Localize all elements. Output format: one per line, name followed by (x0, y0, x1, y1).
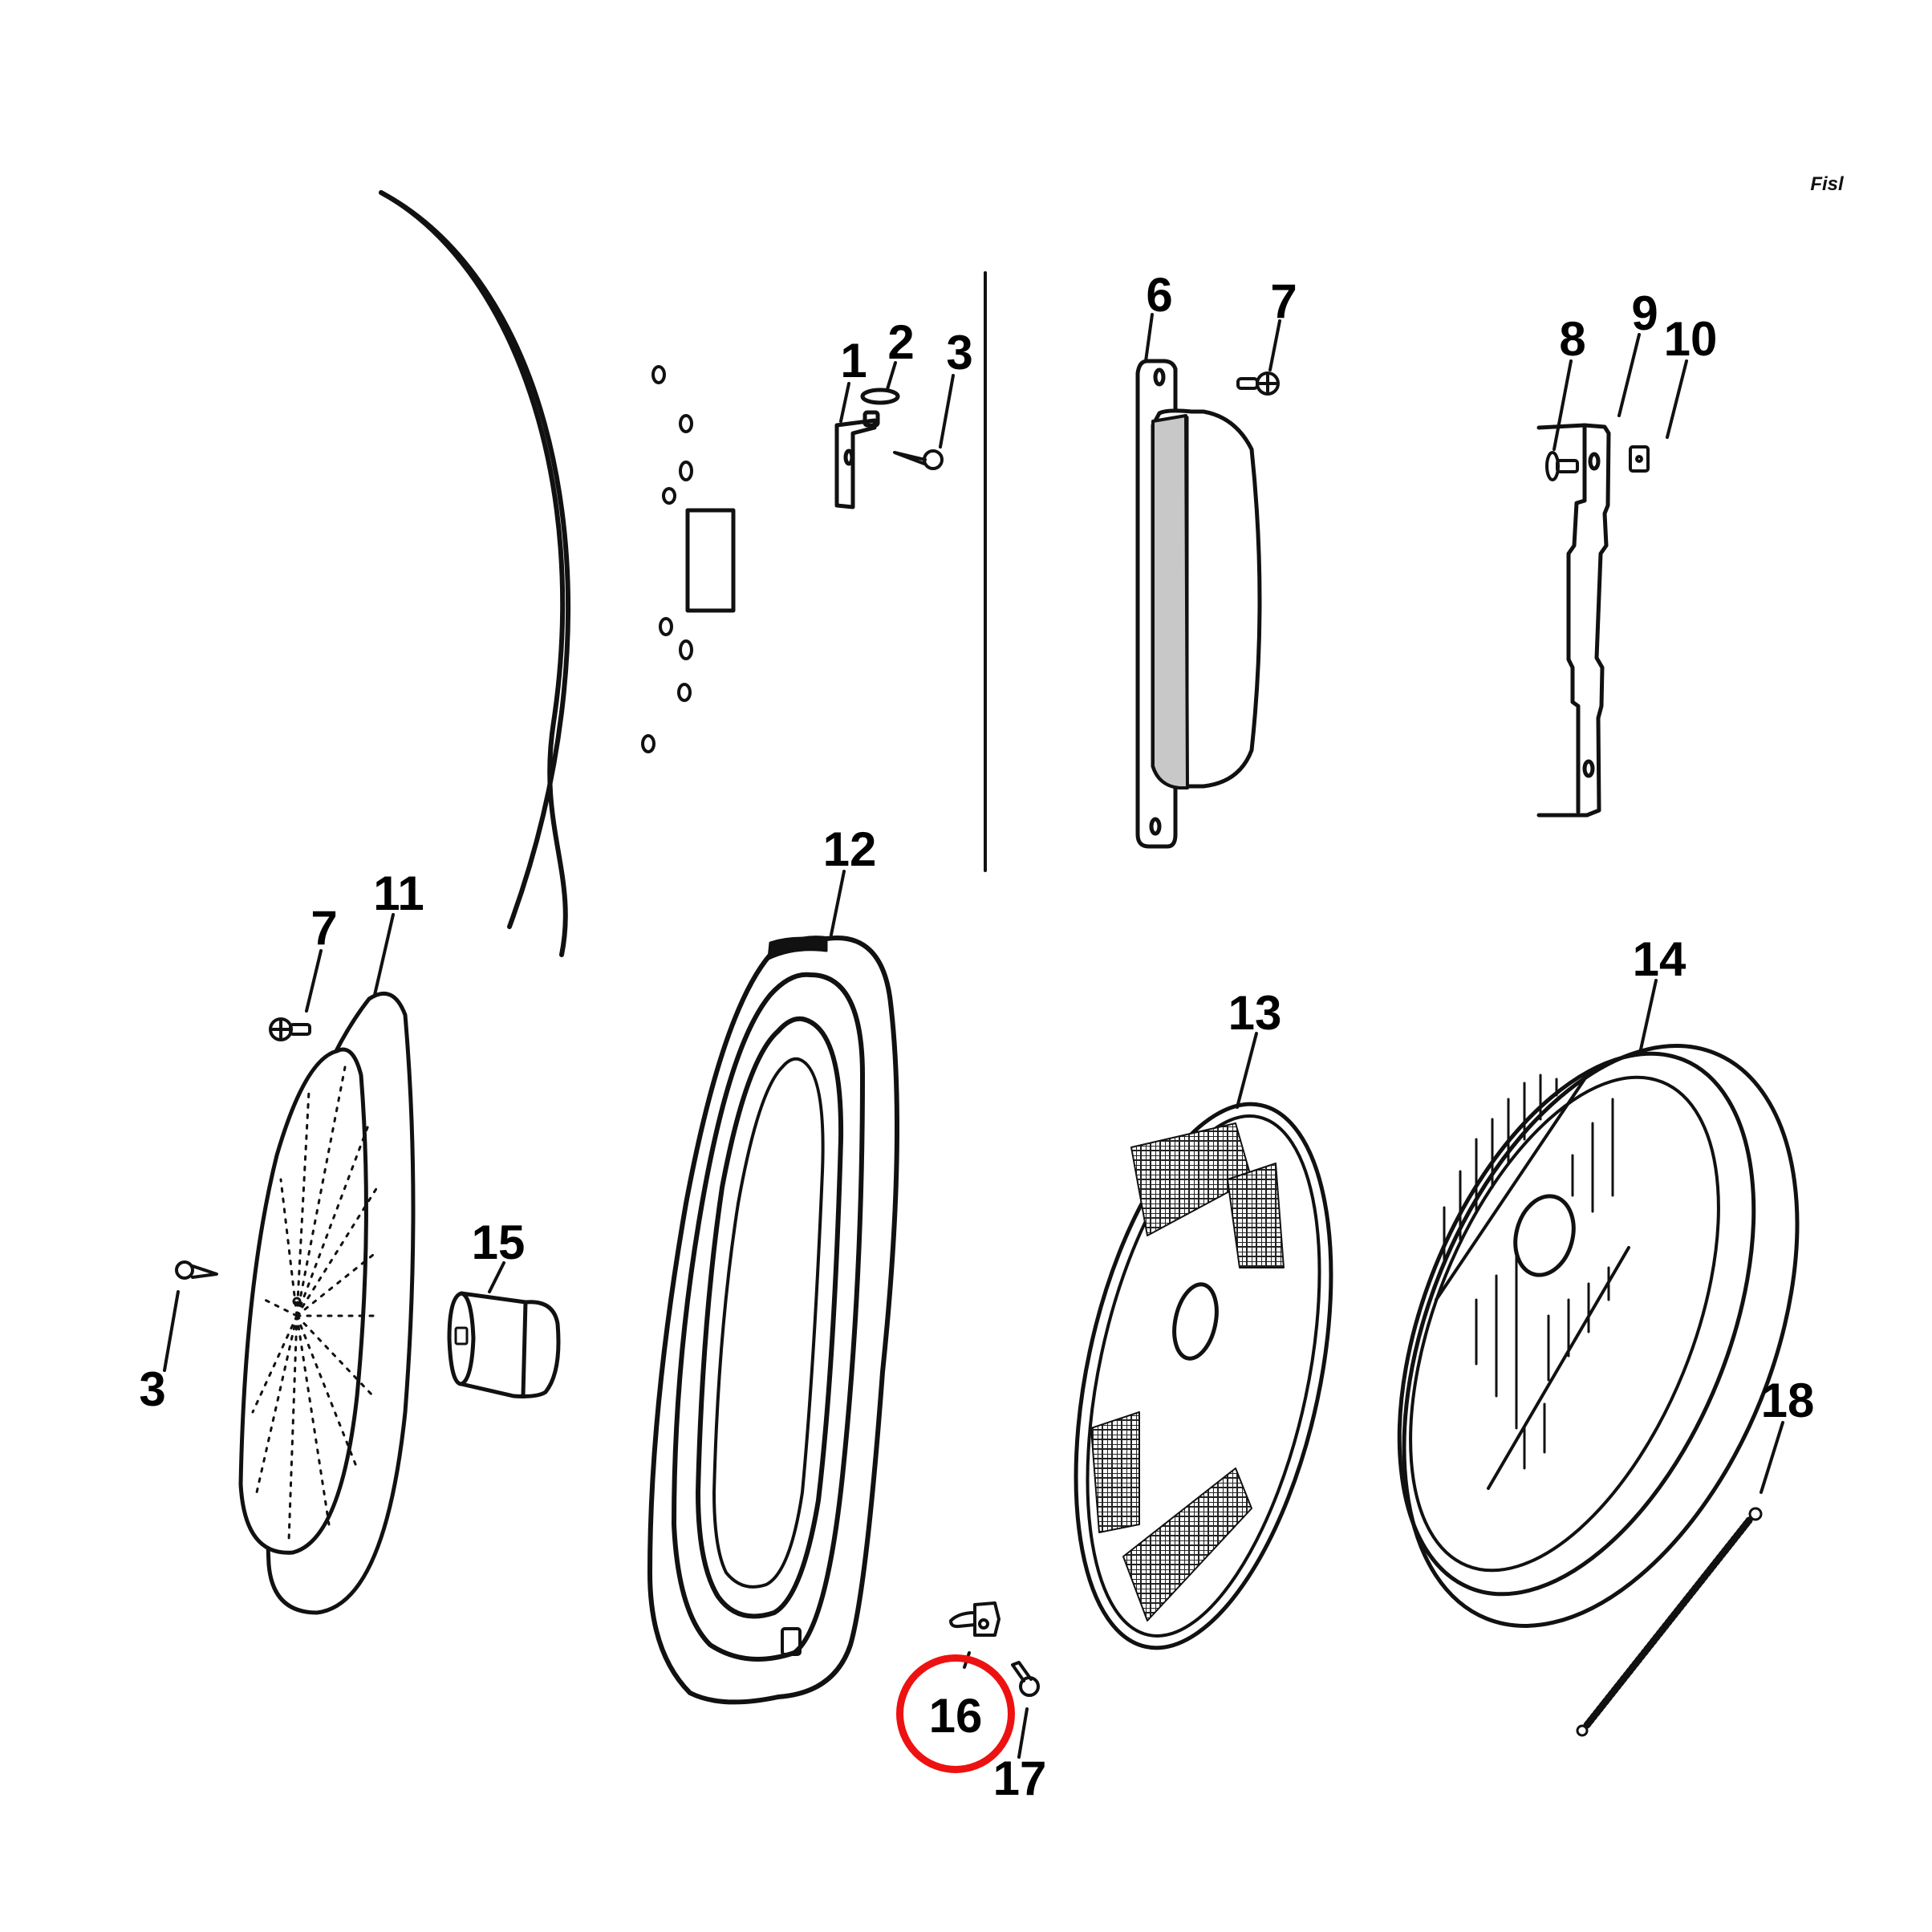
front-panel-holes (641, 365, 693, 753)
callout-part-14[interactable]: 14 (1632, 932, 1686, 986)
spring-icon (1576, 1507, 1763, 1737)
door-switch-opening (685, 508, 736, 613)
leader-lines (163, 313, 1784, 1759)
callout-part-2[interactable]: 2 (887, 315, 915, 369)
cabinet-front-arc (379, 190, 570, 957)
callout-part-8[interactable]: 8 (1559, 312, 1586, 366)
door-clip-icon (949, 1601, 1000, 1637)
washer-icon (860, 388, 900, 405)
nut-clip-icon (1629, 445, 1650, 473)
callout-part-13[interactable]: 13 (1228, 986, 1282, 1040)
lint-filter-grille-icon (1397, 1044, 1800, 1628)
screw-icon (1545, 451, 1579, 481)
callout-part-3[interactable]: 3 (139, 1362, 166, 1416)
screw-icon (1236, 371, 1280, 396)
callout-part-12[interactable]: 12 (822, 822, 877, 876)
door-catch-bracket-icon (834, 410, 880, 509)
door-bushing-icon (447, 1291, 561, 1398)
highlight-circle-part-16 (896, 1654, 1015, 1773)
callout-part-1[interactable]: 1 (840, 334, 867, 388)
callout-part-18[interactable]: 18 (1760, 1374, 1815, 1427)
callout-part-6[interactable]: 6 (1146, 268, 1173, 322)
callout-part-17[interactable]: 17 (992, 1751, 1047, 1805)
callout-part-9[interactable]: 9 (1631, 286, 1658, 340)
inner-door-cover-icon (238, 991, 416, 1615)
door-handle-icon (1135, 359, 1262, 849)
hinge-bracket-icon (1536, 423, 1611, 818)
screw-icon (1011, 1661, 1040, 1697)
callout-part-7[interactable]: 7 (310, 901, 338, 955)
callout-part-10[interactable]: 10 (1663, 312, 1718, 366)
door-gasket-ring-icon (647, 936, 899, 1705)
lint-screen-icon (1074, 1102, 1333, 1650)
screw-icon (269, 1017, 311, 1041)
figure-reference-label: Fisl (1810, 173, 1844, 195)
callout-part-7[interactable]: 7 (1270, 274, 1297, 328)
callout-part-3[interactable]: 3 (946, 326, 973, 380)
callout-part-15[interactable]: 15 (471, 1216, 526, 1269)
screw-icon (893, 449, 944, 470)
screw-icon (175, 1260, 218, 1280)
callout-part-11[interactable]: 11 (373, 867, 424, 920)
